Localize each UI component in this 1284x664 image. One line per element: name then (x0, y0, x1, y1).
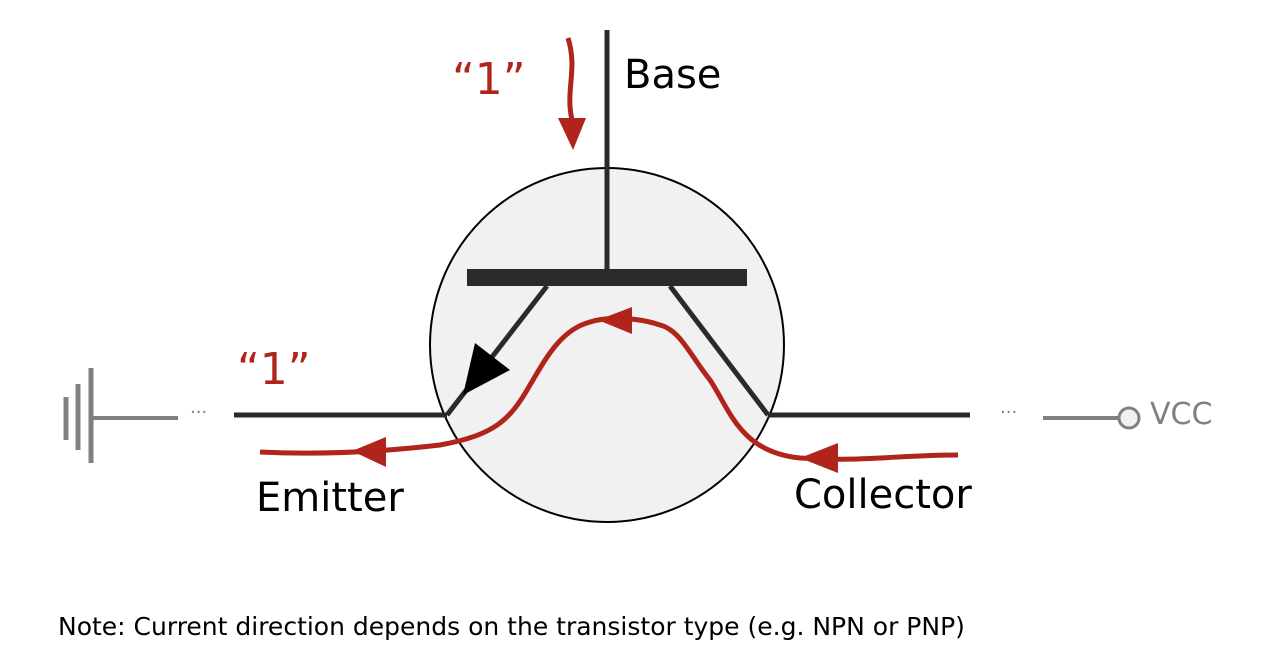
note-text: Note: Current direction depends on the t… (58, 612, 965, 641)
vcc-label: VCC (1150, 397, 1213, 432)
emitter-signal-label: “1” (237, 344, 311, 395)
collector-label: Collector (794, 472, 972, 518)
base-label: Base (624, 52, 722, 98)
base-signal-label: “1” (452, 54, 526, 105)
ground-icon (63, 368, 94, 463)
base-bar (467, 269, 747, 286)
collector-current-arrow-icon (800, 443, 838, 473)
ellipsis-right: ··· (1000, 402, 1018, 423)
emitter-label: Emitter (256, 475, 404, 521)
base-current-arrow-icon (558, 118, 586, 150)
ellipsis-left: ··· (190, 402, 208, 423)
emitter-current-arrow-icon (352, 437, 386, 467)
emitter-arrow-icon (463, 343, 510, 395)
base-internal-current-arrow-icon (598, 307, 632, 334)
collector-diagonal (668, 284, 770, 417)
vcc-terminal-icon (1117, 406, 1141, 430)
